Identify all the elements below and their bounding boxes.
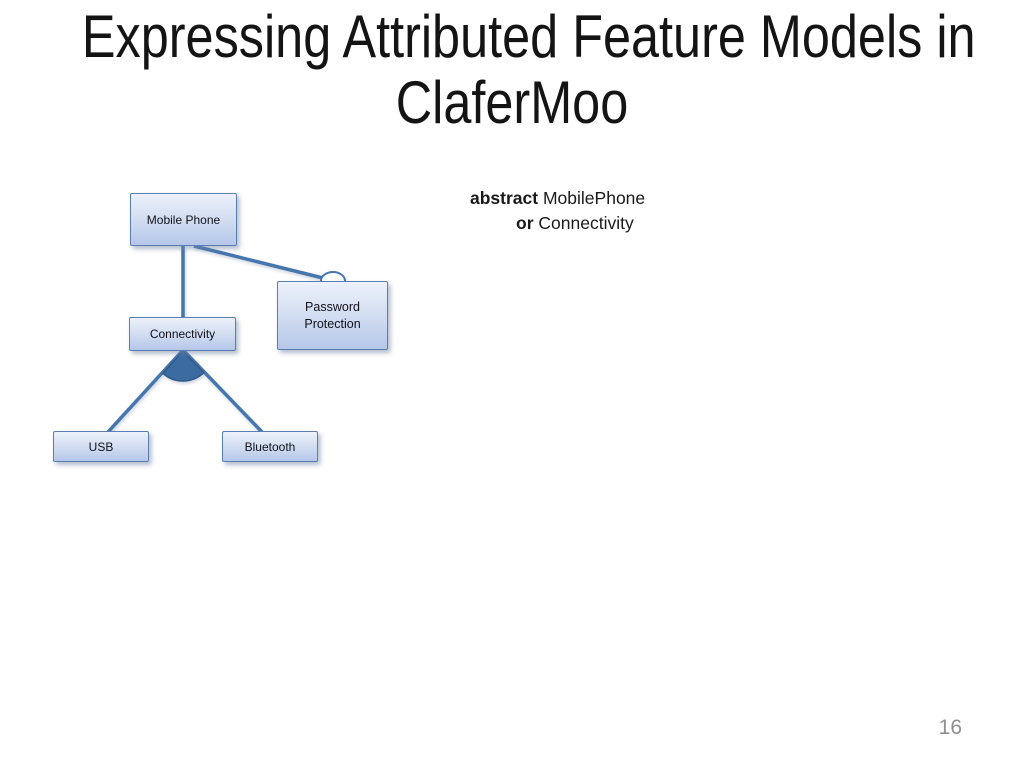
code-keyword-or: or — [516, 213, 534, 233]
slide-title: Expressing Attributed Feature Models in … — [81, 3, 976, 136]
slide-title-line-1: Expressing Attributed Feature Models in — [81, 3, 976, 70]
slide-title-line-2: ClaferMoo — [395, 69, 629, 136]
feature-node-connectivity: Connectivity — [129, 317, 236, 351]
page-number: 16 — [938, 716, 962, 739]
feature-node-usb: USB — [53, 431, 149, 462]
feature-node-label: USB — [88, 439, 114, 454]
feature-node-label: Bluetooth — [244, 439, 296, 454]
code-keyword-abstract: abstract — [470, 188, 539, 208]
feature-node-mobile-phone: Mobile Phone — [130, 193, 237, 246]
code-text-connectivity: Connectivity — [538, 213, 634, 233]
code-text-mobilephone: MobilePhone — [542, 188, 646, 208]
feature-node-password-protection: Password Protection — [277, 281, 388, 350]
edge-mobilephone-passwordprotection — [193, 244, 324, 280]
feature-node-label: Connectivity — [149, 327, 216, 341]
or-group-arc-icon — [161, 349, 205, 382]
feature-node-label: Password Protection — [304, 299, 361, 331]
edge-connectivity-usb — [106, 348, 185, 434]
feature-node-label: Mobile Phone — [146, 212, 221, 227]
feature-node-bluetooth: Bluetooth — [222, 431, 318, 462]
